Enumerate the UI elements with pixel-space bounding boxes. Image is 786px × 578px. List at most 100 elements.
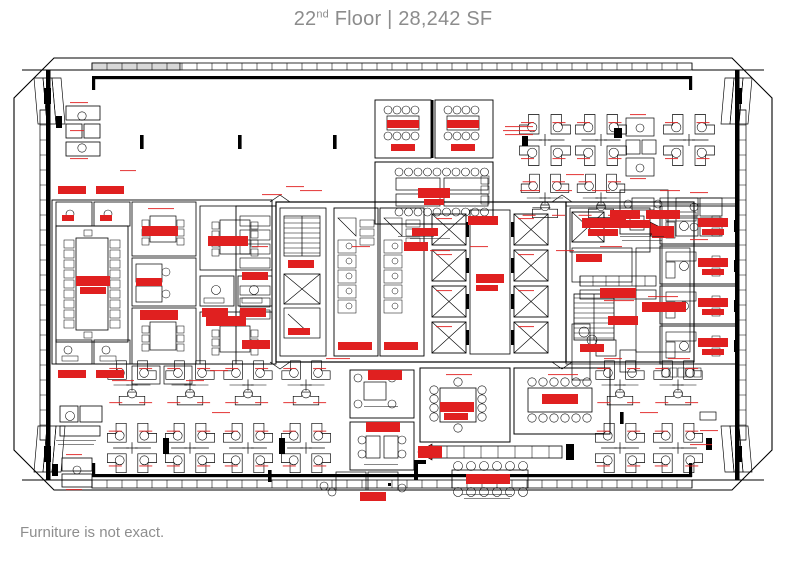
plan-micro-label xyxy=(252,246,268,248)
room-tag-bg xyxy=(646,210,680,219)
ws-label xyxy=(197,465,211,467)
bench-chair xyxy=(689,202,699,212)
toilet-fixture xyxy=(391,287,399,295)
conf-chair xyxy=(452,131,462,141)
cafe-chair xyxy=(492,487,502,497)
restroom-west xyxy=(333,207,379,357)
conf-chair xyxy=(383,105,393,115)
conference-room-n2 xyxy=(434,99,494,159)
ws-label xyxy=(596,430,610,432)
annotation-tags xyxy=(56,102,728,501)
west-mullion-ladder xyxy=(39,109,48,441)
conf3-chair-bottom xyxy=(404,207,413,217)
ws-label xyxy=(197,367,211,370)
room-tag-bg xyxy=(582,218,626,228)
desk-surface xyxy=(550,173,570,193)
core-mech-area xyxy=(635,247,691,353)
room-tag-bg xyxy=(96,186,124,194)
task-chair xyxy=(114,455,125,466)
task-chair xyxy=(255,368,265,378)
plan-micro-label xyxy=(668,358,690,360)
north-wall-core xyxy=(92,76,692,80)
north-note-marker xyxy=(522,136,528,146)
mr-s4-chair xyxy=(571,377,581,387)
conf-chair xyxy=(470,105,480,115)
workstation-cluster-s-r2-1 xyxy=(107,423,157,473)
desk-surface xyxy=(683,453,703,473)
room-tag-bg xyxy=(242,272,268,280)
chair-a xyxy=(161,267,171,277)
elevator-label xyxy=(436,326,452,328)
conf3-chair-top xyxy=(432,167,442,177)
conf3-chair-bottom xyxy=(432,207,442,217)
mr-s4-chair xyxy=(549,413,559,423)
ws-chair xyxy=(72,465,82,475)
conf3-chair-bottom xyxy=(480,207,489,217)
task-chair xyxy=(583,147,594,158)
ws-label xyxy=(578,214,592,216)
huddle-chair xyxy=(623,199,633,209)
pier-sw xyxy=(44,446,51,462)
conference-n3-tag2 xyxy=(424,199,444,205)
mr-s1-table xyxy=(363,381,387,401)
toilet-stall xyxy=(337,269,357,284)
bench-storage xyxy=(614,128,622,138)
conf3-chair-top xyxy=(470,167,480,177)
mr-chair xyxy=(387,399,397,409)
boardroom-chair-right xyxy=(109,269,121,279)
ws-label xyxy=(696,122,710,124)
task-chair xyxy=(139,430,150,441)
mr-s4-chair xyxy=(549,377,559,387)
plan-micro-label xyxy=(660,190,680,192)
office-door-swing xyxy=(734,300,738,312)
plan-micro-label xyxy=(600,246,622,248)
toilet-fixture xyxy=(391,257,399,265)
boardroom-chair-right xyxy=(109,309,121,319)
plan-micro-label xyxy=(326,358,350,360)
task-chair xyxy=(197,430,208,441)
stair-tag xyxy=(288,260,314,268)
north-curtain-wall xyxy=(22,62,764,90)
elevator-door xyxy=(511,330,514,345)
room-tag-bg xyxy=(702,349,724,355)
cafe-chair xyxy=(505,487,515,497)
ws-label xyxy=(654,430,668,432)
restroom-east xyxy=(379,207,425,357)
conf3-chair-bottom xyxy=(413,207,423,217)
toilet-stall xyxy=(383,254,403,269)
copy-counter xyxy=(239,257,271,269)
mr-chair xyxy=(141,343,150,352)
task-chair xyxy=(671,147,682,158)
mr-chair xyxy=(176,219,185,228)
sw-note-2 xyxy=(58,444,94,445)
plan-micro-label xyxy=(604,358,622,360)
ws-label xyxy=(283,367,297,370)
workstation-pair-sw xyxy=(59,405,103,437)
ws-desk xyxy=(61,473,93,488)
elevator-door xyxy=(466,258,469,273)
mr-s3-chair xyxy=(477,403,487,413)
conf3-chair-top xyxy=(413,167,423,177)
support-strip xyxy=(235,205,277,365)
waiting-seat xyxy=(335,471,367,491)
task-chair xyxy=(313,455,324,466)
mr-s4-chair xyxy=(538,377,548,387)
plan-micro-label xyxy=(556,250,574,252)
room-tag-bg xyxy=(338,342,372,350)
room-tag-bg xyxy=(62,215,74,221)
meeting-room-w2 xyxy=(131,307,197,365)
task-chair xyxy=(255,455,266,466)
mr-chair xyxy=(211,248,220,257)
mech-tag xyxy=(288,328,310,335)
boardroom-chair-head xyxy=(83,229,93,237)
office-w3-tag xyxy=(202,308,228,317)
task-chair xyxy=(685,430,696,441)
restroom-vestibule xyxy=(383,217,403,237)
conf-chair xyxy=(392,131,402,141)
conference-n3-subnote xyxy=(410,238,450,239)
office-nw-2-num xyxy=(100,215,112,221)
task-chair xyxy=(627,455,638,466)
room-tag-bg xyxy=(391,144,415,151)
task-chair xyxy=(197,455,208,466)
desk-surface xyxy=(107,453,127,473)
